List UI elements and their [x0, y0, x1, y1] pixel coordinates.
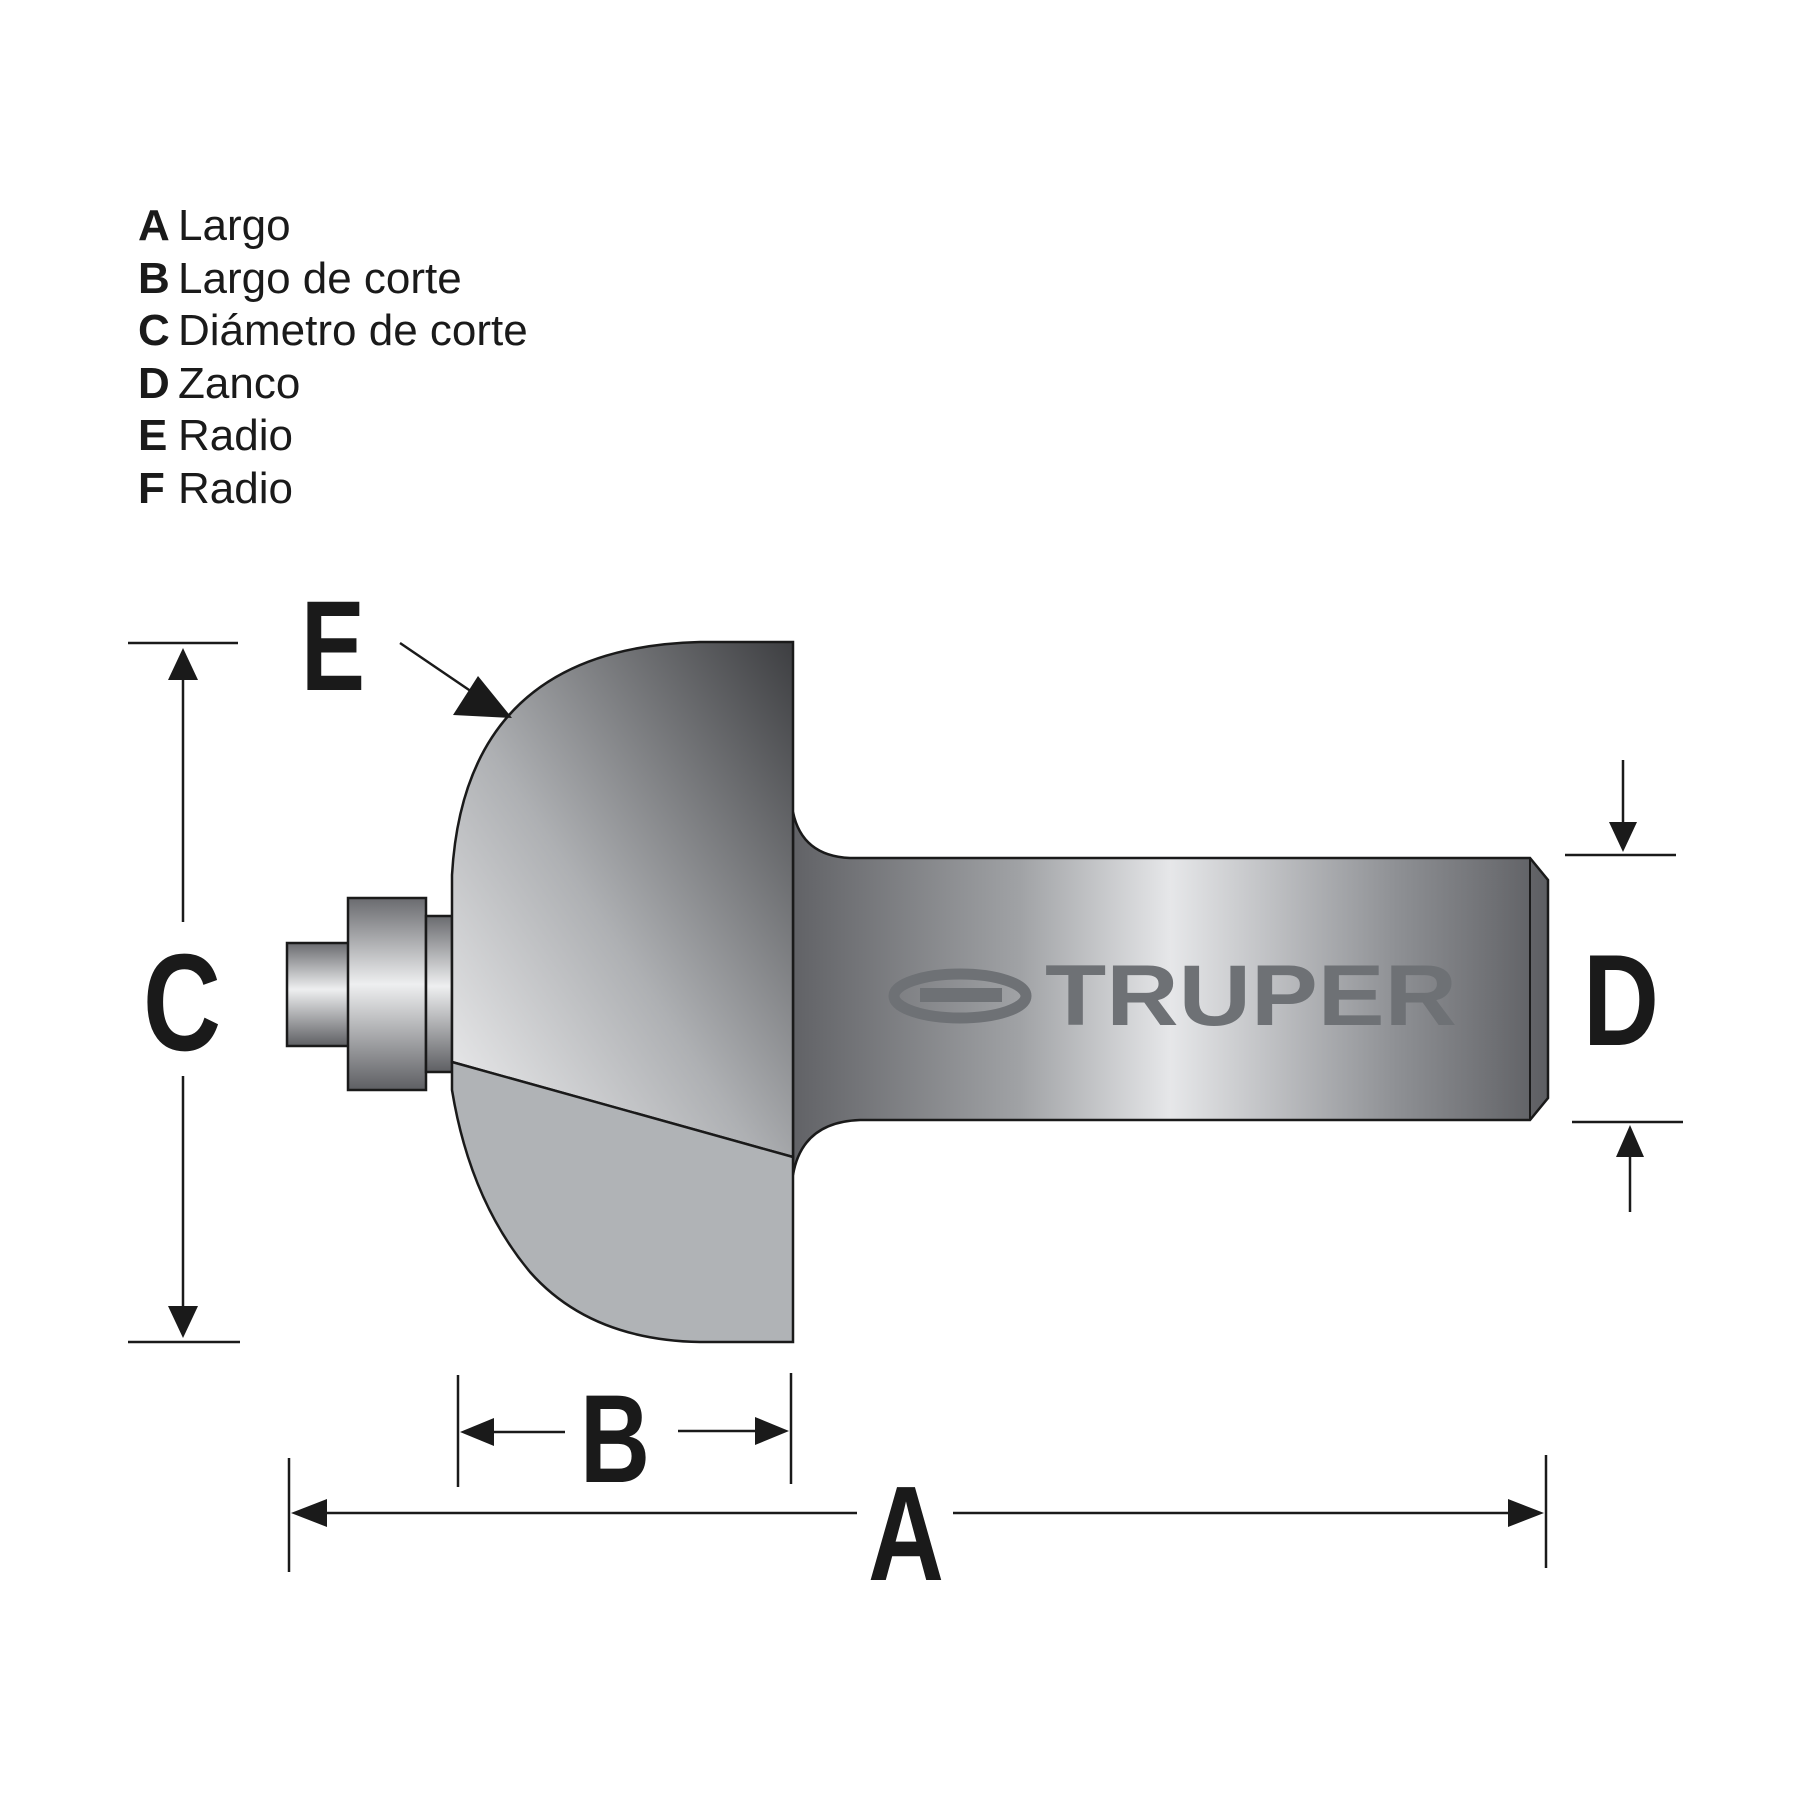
legend-label: Diámetro de corte [178, 306, 528, 355]
legend-key: A [138, 201, 170, 250]
legend-label: Radio [178, 411, 293, 460]
dimension-label-e: E [301, 575, 365, 718]
legend-item-f: F Radio [138, 463, 528, 516]
dimension-label-b: B [580, 1370, 650, 1509]
dimension-label-d: D [1583, 927, 1659, 1073]
legend-key: B [138, 253, 170, 303]
shank [791, 811, 1550, 1176]
dimension-label-a: A [868, 1458, 944, 1609]
truper-logo-icon [888, 968, 1032, 1024]
legend-label: Radio [178, 463, 293, 513]
legend-key: E [138, 411, 168, 460]
legend-label: Zanco [178, 358, 301, 408]
dimension-d [1565, 760, 1683, 1212]
dimension-a [287, 1455, 1548, 1572]
legend-label: Largo [178, 201, 291, 250]
dimension-b [456, 1373, 793, 1487]
dimension-label-c: C [143, 926, 221, 1080]
bearing-collar [424, 914, 454, 1074]
carbide-insert [450, 1060, 795, 1344]
legend-key: D [138, 358, 170, 408]
legend-label: Largo de corte [178, 253, 462, 303]
pilot-pin [285, 941, 351, 1048]
brand-logo-text: TRUPER [1045, 948, 1457, 1044]
bearing [346, 896, 428, 1092]
legend-key: C [138, 306, 170, 355]
dimension-c [128, 641, 240, 1344]
dimension-e [399, 641, 512, 718]
legend-key: F [138, 463, 165, 513]
